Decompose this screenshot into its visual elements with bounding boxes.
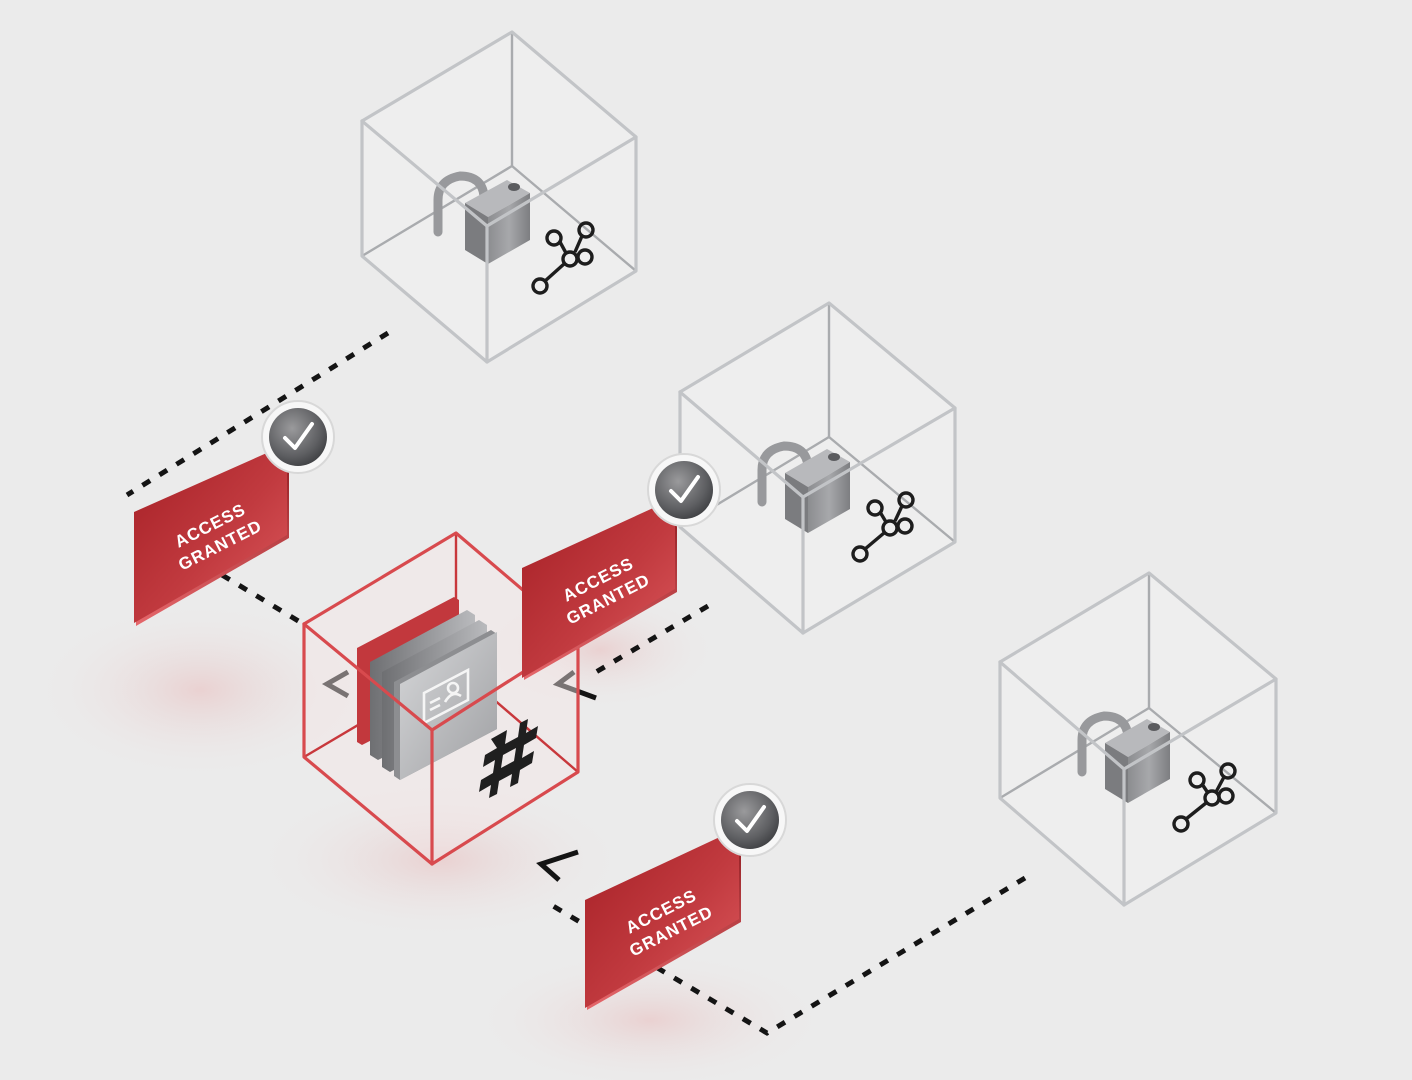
connector-middle [594,603,710,675]
arrow-head-icon [321,669,350,699]
id-card-icon [422,667,470,726]
glass-cube-top [360,30,638,364]
glass-cube-bottom [998,571,1278,907]
node-graph-icon [531,221,595,295]
arrow-head-icon [536,849,579,882]
floor-glow [470,950,830,1080]
access-granted-badge: ACCESS GRANTED [134,400,335,626]
access-granted-badge: ACCESS GRANTED [585,783,787,1010]
checkmark-icon [261,400,335,474]
access-granted-badge: ACCESS GRANTED [522,453,721,680]
checkmark-icon [713,783,787,857]
glass-cube-middle [678,301,957,635]
connector-paths [125,330,1027,1036]
hash-icon [479,719,538,798]
node-graph-icon [1172,762,1237,833]
checkmark-icon [647,453,721,527]
node-graph-icon [851,491,915,563]
central-secure-cube [302,531,580,866]
arrow-head-icon [552,670,597,701]
floor-glow [30,600,370,780]
connector-bottom [546,875,1027,1036]
connector-top-to-center [220,572,307,628]
open-padlock-icon [433,171,530,264]
